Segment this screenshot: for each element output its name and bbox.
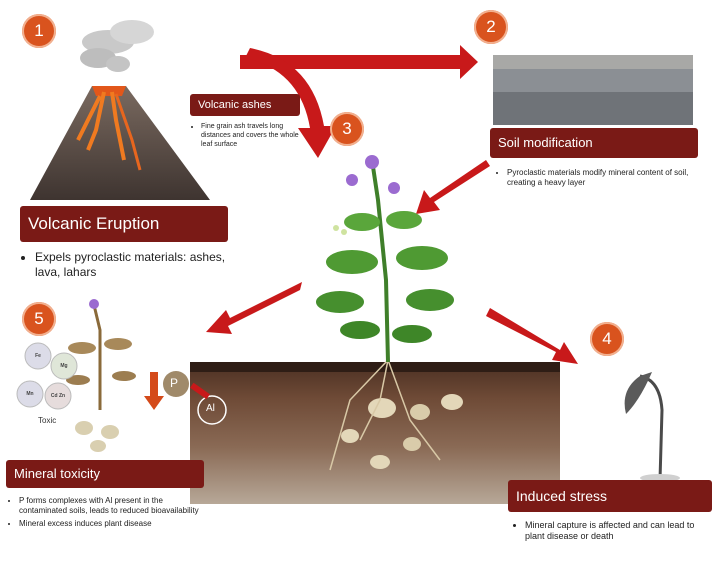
arrow-to-step-2 — [240, 45, 478, 79]
mineral-toxicity-title: Mineral toxicity — [6, 460, 204, 488]
nutrient-label-cd-zn: Cd Zn — [50, 393, 66, 399]
arrow-to-step-4 — [486, 308, 578, 364]
nutrient-label-mn: Mn — [26, 391, 34, 397]
phosphorus-label: P — [170, 376, 179, 390]
mineral-toxicity-bullet: Mineral excess induces plant disease — [19, 519, 208, 529]
arrow-soil-to-plant — [416, 160, 490, 214]
eruption-bullet: Expels pyroclastic materials: ashes, lav… — [35, 250, 239, 280]
induced-stress-title: Induced stress — [508, 480, 712, 512]
nutrient-label-mg: Mg — [60, 363, 68, 369]
ashes-bullets: Fine grain ash travels long distances an… — [190, 122, 300, 152]
toxic-plant-illustration — [16, 299, 227, 452]
process-arrows — [144, 45, 578, 410]
arrow-to-step-3 — [245, 48, 336, 158]
soil-modification-bullet: Pyroclastic materials modify mineral con… — [507, 168, 696, 188]
mineral-toxicity-bullet: P forms complexes with Al present in the… — [19, 496, 208, 516]
toxic-label: Toxic — [38, 416, 57, 425]
soil-modification-title: Soil modification — [490, 128, 698, 158]
nutrient-label-fe: Fe — [35, 353, 41, 359]
step-4-badge: 4 — [590, 322, 624, 356]
eruption-title: Volcanic Eruption — [20, 206, 228, 242]
volcano-illustration — [30, 20, 210, 200]
induced-stress-bullet: Mineral capture is affected and can lead… — [525, 520, 714, 542]
step-2-badge: 2 — [474, 10, 508, 44]
aluminium-label: Al — [206, 403, 215, 414]
soil-cross-section — [190, 359, 560, 504]
eruption-bullets: Expels pyroclastic materials: ashes, lav… — [24, 250, 239, 283]
plant-illustration — [316, 155, 454, 363]
step-1-badge: 1 — [22, 14, 56, 48]
arrow-to-step-5 — [206, 282, 302, 334]
wilted-plant-illustration — [624, 372, 680, 482]
ashes-bullet: Fine grain ash travels long distances an… — [201, 122, 300, 149]
soil-layer-illustration — [493, 55, 693, 125]
step-3-badge: 3 — [330, 112, 364, 146]
mineral-toxicity-bullets: P forms complexes with Al present in the… — [8, 496, 208, 532]
step-5-badge: 5 — [22, 302, 56, 336]
soil-modification-bullets: Pyroclastic materials modify mineral con… — [496, 168, 696, 191]
arrow-down-small — [144, 372, 164, 410]
ashes-title: Volcanic ashes — [190, 94, 300, 116]
induced-stress-bullets: Mineral capture is affected and can lead… — [514, 520, 714, 545]
